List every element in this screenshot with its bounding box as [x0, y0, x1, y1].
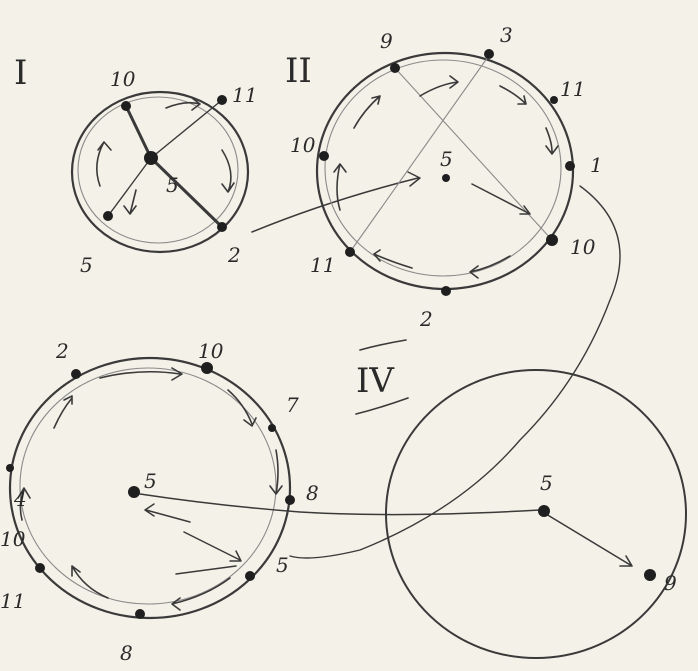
panel-iii-label: 7 [286, 393, 299, 417]
panel-ii-node [390, 63, 400, 73]
panel-iv-label: 9 [664, 571, 677, 595]
panel-i-node [103, 211, 113, 221]
panel-ii-center-label: 5 [440, 147, 453, 171]
panel-iii-center-node [128, 486, 140, 498]
panel-ii-label: 11 [560, 77, 585, 101]
panel-ii-inner-track [324, 59, 562, 277]
panel-iv-title: IV [356, 361, 395, 401]
panel-ii-node [546, 234, 558, 246]
panel-iii-arrow [183, 531, 242, 562]
panel-iii-arrow [17, 487, 31, 521]
panel-iii-node [268, 424, 276, 432]
panel-iii-spoke [175, 565, 237, 575]
panel-iii-center-label: 5 [144, 469, 157, 493]
panel-ii-node [550, 96, 558, 104]
panel-ii-label: 3 [500, 23, 513, 47]
panel-iv-overline [359, 339, 407, 351]
panel-i-title: I [14, 53, 27, 93]
panel-ii-label: 1 [590, 153, 603, 177]
panel-ii-node [441, 286, 451, 296]
panel-i-spoke [150, 99, 223, 159]
panel-i-spoke [124, 104, 153, 160]
panel-iv-arrow [545, 513, 633, 567]
panel-ii-chord [349, 53, 491, 253]
panel-iii: 2 10 7 8 5 8 11 4 10 5 [0, 339, 319, 665]
panel-ii-node [484, 49, 494, 59]
panel-i-label: 10 [110, 67, 136, 91]
panel-i-arrow [165, 97, 201, 111]
panel-iii-circle [8, 356, 292, 620]
panel-ii-arrow [469, 255, 511, 279]
panel-ii-arrow [353, 95, 381, 129]
panel-i-spoke [107, 157, 152, 217]
panel-ii-label: 10 [290, 133, 316, 157]
panel-iii-label: 10 [198, 339, 224, 363]
panel-i-arrow [96, 141, 112, 187]
panel-i-inner-track [77, 96, 239, 244]
panel-iii-node [201, 362, 213, 374]
panel-iv: IV 5 9 [139, 339, 687, 659]
panel-iv-underline [355, 397, 409, 415]
panel-ii-node [565, 161, 575, 171]
panel-ii-title: II [285, 51, 312, 91]
panel-iii-node [35, 563, 45, 573]
panel-iii-node [245, 571, 255, 581]
panel-iii-arrow [99, 367, 183, 381]
panel-i-arrow [123, 189, 137, 215]
panel-ii-node [345, 247, 355, 257]
panel-iii-label: 8 [306, 481, 319, 505]
panel-ii-label: 9 [380, 29, 393, 53]
panel-iii-node [71, 369, 81, 379]
panel-iii-node [6, 464, 14, 472]
panel-iii-arrow [71, 565, 109, 599]
connector-ii-to-iv [289, 185, 621, 559]
panel-iii-arrow [171, 577, 231, 611]
panel-i-label: 2 [227, 243, 241, 267]
panel-ii-arrow [499, 85, 527, 105]
connector-i-to-ii [251, 171, 421, 233]
panel-iv-node [644, 569, 656, 581]
panel-iii-label: 8 [120, 641, 133, 665]
panel-iii-node [135, 609, 145, 619]
panel-ii-label: 2 [419, 307, 433, 331]
panel-ii-arrow [545, 127, 559, 155]
panel-ii: II 9 3 11 1 10 10 2 11 5 [285, 23, 621, 559]
panel-i-node [121, 101, 131, 111]
panel-iii-label: 2 [55, 339, 69, 363]
panel-ii-arrow [333, 163, 347, 211]
panel-iii-label: 5 [276, 553, 289, 577]
panel-iii-label: 11 [0, 589, 25, 613]
panel-ii-label: 10 [570, 235, 596, 259]
panel-ii-arrow [419, 75, 459, 97]
panel-iii-label: 4 [13, 487, 27, 511]
panel-iii-arrow [269, 449, 283, 495]
panel-iii-inner-track [19, 367, 277, 605]
panel-i-node [217, 222, 227, 232]
panel-i-label: 5 [80, 253, 93, 277]
panel-iii-arrow [53, 395, 73, 429]
panel-i-node [217, 95, 227, 105]
panel-iii-arrow [227, 389, 257, 427]
panel-i-center-label: 5 [166, 173, 179, 197]
panel-ii-node [319, 151, 329, 161]
panel-ii-center-node [442, 174, 450, 182]
panel-iii-label: 10 [0, 527, 26, 551]
panel-iv-center-label: 5 [540, 471, 553, 495]
panel-iv-center-node [538, 505, 550, 517]
connector-iv-to-iii [139, 493, 541, 516]
panel-ii-arrow [373, 249, 413, 269]
panel-iii-arrow [144, 503, 191, 523]
panel-i-circle [70, 90, 250, 254]
panel-ii-arrow [471, 183, 531, 215]
panel-i-spoke [149, 156, 224, 229]
panel-i-label: 11 [232, 83, 257, 107]
panel-ii-circle [315, 51, 575, 291]
panel-i-center-node [144, 151, 158, 165]
panel-ii-label: 11 [310, 253, 335, 277]
panel-iii-node [285, 495, 295, 505]
panel-i: I 10 11 5 5 2 [14, 53, 421, 277]
panel-i-arrow [221, 149, 235, 193]
